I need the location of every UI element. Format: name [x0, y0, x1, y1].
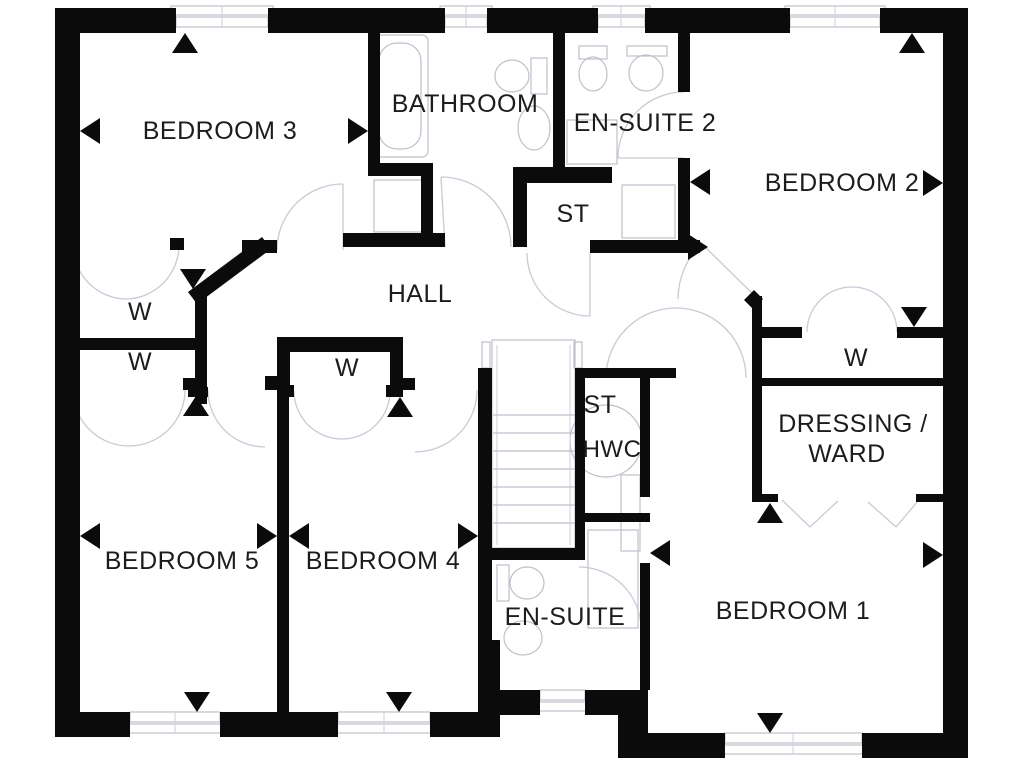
triangle-marker-icon — [80, 523, 100, 549]
shower-icon — [587, 529, 639, 629]
triangle-marker-icon — [257, 523, 277, 549]
shower-icon — [566, 119, 618, 165]
room-label-store-top: ST — [557, 200, 590, 228]
stairs — [481, 339, 583, 549]
cupboard-icon — [621, 184, 676, 239]
basin-icon — [626, 45, 668, 57]
room-label-hwc: HWC — [583, 436, 642, 463]
triangle-marker-icon — [348, 118, 368, 144]
room-label-wardrobe-bedroom-2: W — [844, 344, 868, 372]
triangle-marker-icon — [289, 523, 309, 549]
basin-icon — [517, 105, 551, 151]
room-label-hall: HALL — [388, 280, 453, 308]
triangle-marker-icon — [757, 713, 783, 733]
triangle-marker-icon — [690, 169, 710, 195]
triangle-marker-icon — [923, 542, 943, 568]
toilet-icon — [496, 564, 510, 602]
room-label-bedroom-3: BEDROOM 3 — [143, 117, 298, 145]
basin-icon — [503, 620, 543, 656]
triangle-marker-icon — [183, 396, 209, 416]
triangle-marker-icon — [923, 170, 943, 196]
room-label-dressing-line1: DRESSING / — [778, 410, 927, 438]
cupboard-icon — [373, 179, 428, 233]
triangle-marker-icon — [386, 692, 412, 712]
triangle-marker-icon — [899, 33, 925, 53]
room-label-store-mid: ST — [584, 391, 617, 419]
toilet-icon — [578, 45, 608, 60]
triangle-marker-icon — [650, 540, 670, 566]
interior-walls — [55, 30, 943, 712]
room-label-bedroom-4: BEDROOM 4 — [306, 547, 461, 575]
room-label-ensuite-2: EN-SUITE 2 — [574, 109, 717, 137]
triangle-marker-icon — [757, 503, 783, 523]
room-labels: BEDROOM 3 BATHROOM EN-SUITE 2 BEDROOM 2 … — [105, 90, 928, 631]
triangle-marker-icon — [172, 33, 198, 53]
triangle-marker-icon — [180, 269, 206, 289]
triangle-marker-icon — [184, 692, 210, 712]
triangle-marker-icon — [387, 397, 413, 417]
toilet-icon — [530, 57, 548, 95]
room-label-wardrobe-upper: W — [128, 298, 152, 326]
room-label-bedroom-1: BEDROOM 1 — [716, 597, 871, 625]
room-label-wardrobe-bedroom-4: W — [335, 354, 359, 382]
room-label-ensuite-1: EN-SUITE — [505, 603, 626, 631]
triangle-marker-icon — [901, 307, 927, 327]
room-label-bedroom-5: BEDROOM 5 — [105, 547, 260, 575]
triangle-marker-icon — [80, 118, 100, 144]
triangle-marker-icon — [458, 523, 478, 549]
room-label-bedroom-2: BEDROOM 2 — [765, 169, 920, 197]
exterior-walls — [55, 8, 968, 758]
room-label-wardrobe-lower: W — [128, 348, 152, 376]
direction-markers — [80, 33, 943, 733]
door-arcs — [72, 91, 919, 630]
room-label-bathroom: BATHROOM — [392, 90, 539, 118]
room-label-dressing-line2: WARD — [808, 440, 885, 468]
